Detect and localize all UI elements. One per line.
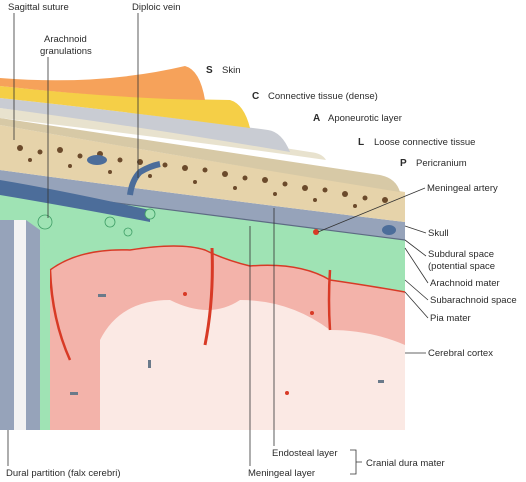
vessel-dot (310, 311, 314, 315)
skin-layer (0, 66, 205, 100)
label-sagittal-suture: Sagittal suture (8, 2, 69, 13)
vessel-fragment (378, 380, 384, 383)
label-scalp-p-letter: P (400, 158, 407, 169)
label-skull: Skull (428, 228, 449, 239)
white-matter (100, 300, 405, 430)
pia-mater-sulcus-2 (327, 269, 332, 331)
pia-mater-sulcus-3 (48, 269, 72, 361)
arachnoid-granulations (37, 208, 156, 237)
label-cerebral-cortex: Cerebral cortex (428, 348, 493, 359)
label-scalp-c-letter: C (252, 91, 259, 102)
skull-bone (0, 125, 405, 222)
label-subdural-2: (potential space (428, 261, 495, 272)
label-connective-dense: Connective tissue (dense) (268, 91, 378, 102)
meningeal-artery-section (313, 229, 319, 235)
label-scalp-a-letter: A (313, 113, 320, 124)
brain-region (0, 188, 406, 430)
dura-mater-band (0, 170, 405, 240)
vessel-fragment (98, 294, 106, 297)
connective-dense-layer (0, 86, 250, 128)
bracket-cranial-dura (350, 449, 362, 475)
vessel-dot (183, 292, 187, 296)
aponeurotic-layer (0, 98, 290, 152)
label-scalp-s-letter: S (206, 65, 213, 76)
label-dural-partition: Dural partition (falx cerebri) (6, 468, 121, 479)
loose-connective-layer (0, 108, 326, 160)
meningeal-vein (382, 225, 396, 235)
label-loose-connective: Loose connective tissue (374, 137, 475, 148)
vessel-dot (285, 391, 289, 395)
vessel-fragment (148, 360, 151, 368)
label-cranial-dura-mater: Cranial dura mater (366, 458, 445, 469)
superior-sagittal-sinus (0, 180, 150, 222)
label-subdural-1: Subdural space (428, 249, 494, 260)
label-skin: Skin (222, 65, 240, 76)
diploic-vein-cross-section (87, 155, 107, 165)
label-scalp-l-letter: L (358, 137, 364, 148)
label-group: Sagittal suture Diploic vein Arachnoid g… (6, 2, 517, 479)
diploic-vein (127, 161, 161, 196)
diploe-texture (17, 145, 388, 208)
label-diploic-vein: Diploic vein (132, 2, 181, 13)
label-arachnoid-granulations-1: Arachnoid (44, 34, 87, 45)
label-pericranium: Pericranium (416, 158, 467, 169)
vessel-fragment (70, 392, 78, 395)
label-subarachnoid-space: Subarachnoid space (430, 295, 517, 306)
label-arachnoid-mater: Arachnoid mater (430, 278, 500, 289)
label-arachnoid-granulations-2: granulations (40, 46, 92, 57)
label-pia-mater: Pia mater (430, 313, 471, 324)
venous-system (0, 155, 396, 235)
label-aponeurotic: Aponeurotic layer (328, 113, 402, 124)
pericranium-layer (0, 118, 400, 192)
pia-mater-sulcus-1 (203, 247, 214, 346)
label-endosteal-layer: Endosteal layer (272, 448, 337, 459)
falx-cerebri (0, 220, 50, 430)
label-meningeal-artery: Meningeal artery (427, 183, 498, 194)
pia-mater-surface (49, 245, 406, 293)
label-meningeal-layer: Meningeal layer (248, 468, 315, 479)
